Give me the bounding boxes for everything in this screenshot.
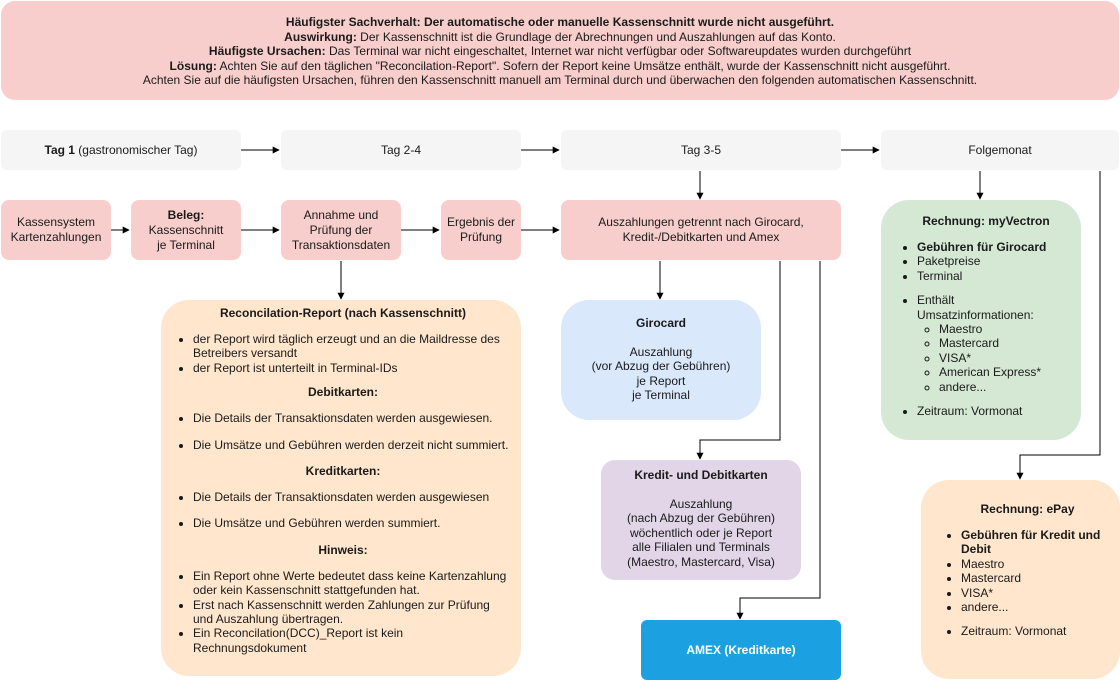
girocard-title: Girocard <box>635 316 686 330</box>
myvectron-title: Rechnung: myVectron <box>922 214 1050 228</box>
report-intro-item: der Report wird täglich erzeugt und an d… <box>193 332 511 361</box>
step-ergebnis: Ergebnis der Prüfung <box>441 200 521 260</box>
epay-card-item: Mastercard <box>961 571 1112 585</box>
myvectron-card-item: Maestro <box>939 322 1073 336</box>
kredit-line: Auszahlung <box>669 496 733 511</box>
myvectron-card-item: Mastercard <box>939 336 1073 350</box>
epay-title: Rechnung: ePay <box>980 502 1075 516</box>
step-annahme-pruefung: Annahme und Prüfung der Transaktionsdate… <box>281 200 401 260</box>
myvectron-fee-item: Paketpreise <box>917 254 1073 268</box>
report-kredit-item: Die Details der Transaktionsdaten werden… <box>193 490 511 504</box>
report-hinweis-item: Erst nach Kassenschnitt werden Zahlungen… <box>193 598 511 627</box>
kredit-line: alle Filialen und Terminals <box>632 540 770 554</box>
report-hinweis-title: Hinweis: <box>318 542 368 557</box>
epay-card-item: VISA* <box>961 586 1112 600</box>
report-debit-item: Die Details der Transaktionsdaten werden… <box>193 411 511 425</box>
report-hinweis-item: Ein Report ohne Werte bedeutet dass kein… <box>193 569 511 598</box>
girocard-line: je Terminal <box>632 388 690 402</box>
report-debit-title: Debitkarten: <box>307 385 378 400</box>
myvectron-umsatz-item: Enthält Umsatzinformationen: Maestro Mas… <box>917 293 1073 394</box>
myvectron-card-item: andere... <box>939 380 1073 394</box>
report-debit-item: Die Umsätze und Gebühren werden derzeit … <box>193 438 511 452</box>
epay-card-item: Maestro <box>961 557 1112 571</box>
banner-line-5: Achten Sie auf die häufigsten Ursachen, … <box>142 73 978 88</box>
step-kassensystem: Kassensystem Kartenzahlungen <box>1 200 111 260</box>
myvectron-card-item: American Express* <box>939 365 1073 379</box>
report-kredit-title: Kreditkarten: <box>305 464 381 479</box>
epay-fee-item: Gebühren für Kredit und Debit <box>961 528 1112 557</box>
myvectron-fee-item: Terminal <box>917 269 1073 283</box>
kredit-line: wöchentlich oder je Report <box>629 525 773 540</box>
step-auszahlungen: Auszahlungen getrennt nach Girocard, Kre… <box>561 200 841 260</box>
girocard-line: (vor Abzug der Gebühren) <box>591 359 731 373</box>
girocard-line: Auszahlung <box>629 344 693 359</box>
banner-line-4: Lösung: Achten Sie auf den täglichen "Re… <box>169 58 951 73</box>
epay-invoice-card: Rechnung: ePay Gebühren für Kredit und D… <box>921 480 1120 679</box>
report-hinweis-item: Ein Reconcilation(DCC)_Report ist kein R… <box>193 626 511 655</box>
report-intro-item: der Report ist unterteilt in Terminal-ID… <box>193 361 511 375</box>
timeline-folgemonat: Folgemonat <box>881 130 1119 170</box>
girocard-card: Girocard Auszahlung (vor Abzug der Gebüh… <box>561 300 761 420</box>
timeline-tag-1: Tag 1 (gastronomischer Tag) <box>1 130 241 170</box>
summary-banner: Häufigster Sachverhalt: Der automatische… <box>1 1 1119 100</box>
timeline-tag-2-4: Tag 2-4 <box>281 130 521 170</box>
report-title: Reconcilation-Report (nach Kassenschnitt… <box>219 306 467 320</box>
banner-line-1: Häufigster Sachverhalt: Der automatische… <box>285 15 835 29</box>
kredit-title: Kredit- und Debitkarten <box>634 468 768 482</box>
epay-zeitraum: Zeitraum: Vormonat <box>961 624 1112 638</box>
epay-card-item: andere... <box>961 600 1112 614</box>
myvectron-card-item: VISA* <box>939 351 1073 365</box>
kredit-line: (nach Abzug der Gebühren) <box>626 511 776 525</box>
kredit-line: (Maestro, Mastercard, Visa) <box>627 554 775 569</box>
step-beleg: Beleg: Kassenschnitt je Terminal <box>131 200 241 260</box>
timeline-tag-3-5: Tag 3-5 <box>561 130 841 170</box>
myvectron-invoice-card: Rechnung: myVectron Gebühren für Girocar… <box>881 200 1081 440</box>
myvectron-zeitraum: Zeitraum: Vormonat <box>917 404 1073 418</box>
girocard-line: je Report <box>636 373 686 388</box>
banner-line-3: Häufigste Ursachen: Das Terminal war nic… <box>208 44 912 59</box>
amex-box: AMEX (Kreditkarte) <box>641 620 841 680</box>
kredit-debit-card: Kredit- und Debitkarten Auszahlung (nach… <box>601 460 801 580</box>
myvectron-fee-item: Gebühren für Girocard <box>917 240 1073 254</box>
reconcilation-report-card: Reconcilation-Report (nach Kassenschnitt… <box>161 300 521 676</box>
report-kredit-item: Die Umsätze und Gebühren werden summiert… <box>193 516 511 530</box>
banner-line-2: Auswirkung: Der Kassenschnitt ist die Gr… <box>284 29 836 44</box>
